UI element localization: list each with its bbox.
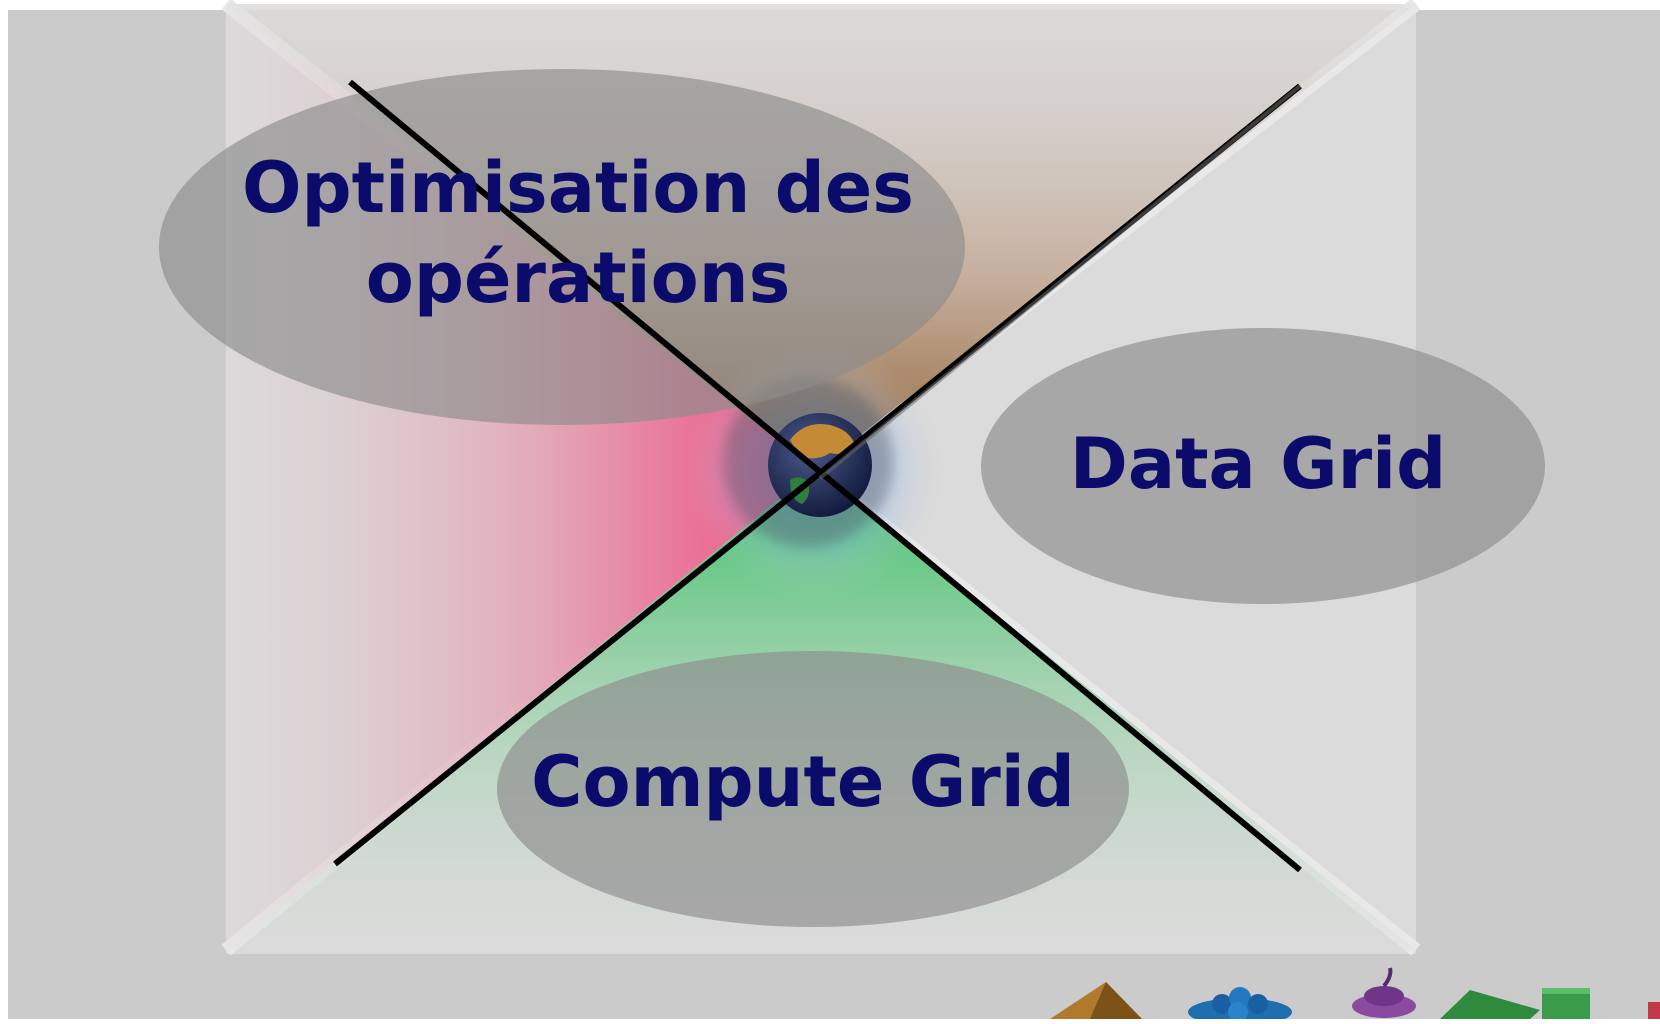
label-optimisation-line2: opérations: [366, 237, 790, 319]
label-optimisation-line1: Optimisation des: [242, 147, 914, 229]
green-blocks-icon: [1440, 988, 1590, 1019]
molecule-cluster-icon: [1188, 987, 1292, 1024]
pyramid-icon: [1050, 982, 1142, 1019]
edge-object: [1648, 1002, 1660, 1019]
ellipse-data-grid: [981, 328, 1545, 604]
label-compute-grid: Compute Grid: [531, 741, 1075, 823]
cupcake-icon: [1352, 967, 1416, 1018]
label-data-grid: Data Grid: [1070, 423, 1447, 505]
ellipse-optimisation: [159, 69, 965, 425]
ellipse-compute-grid: [497, 651, 1129, 927]
cross-line-highlight: [818, 84, 1302, 480]
